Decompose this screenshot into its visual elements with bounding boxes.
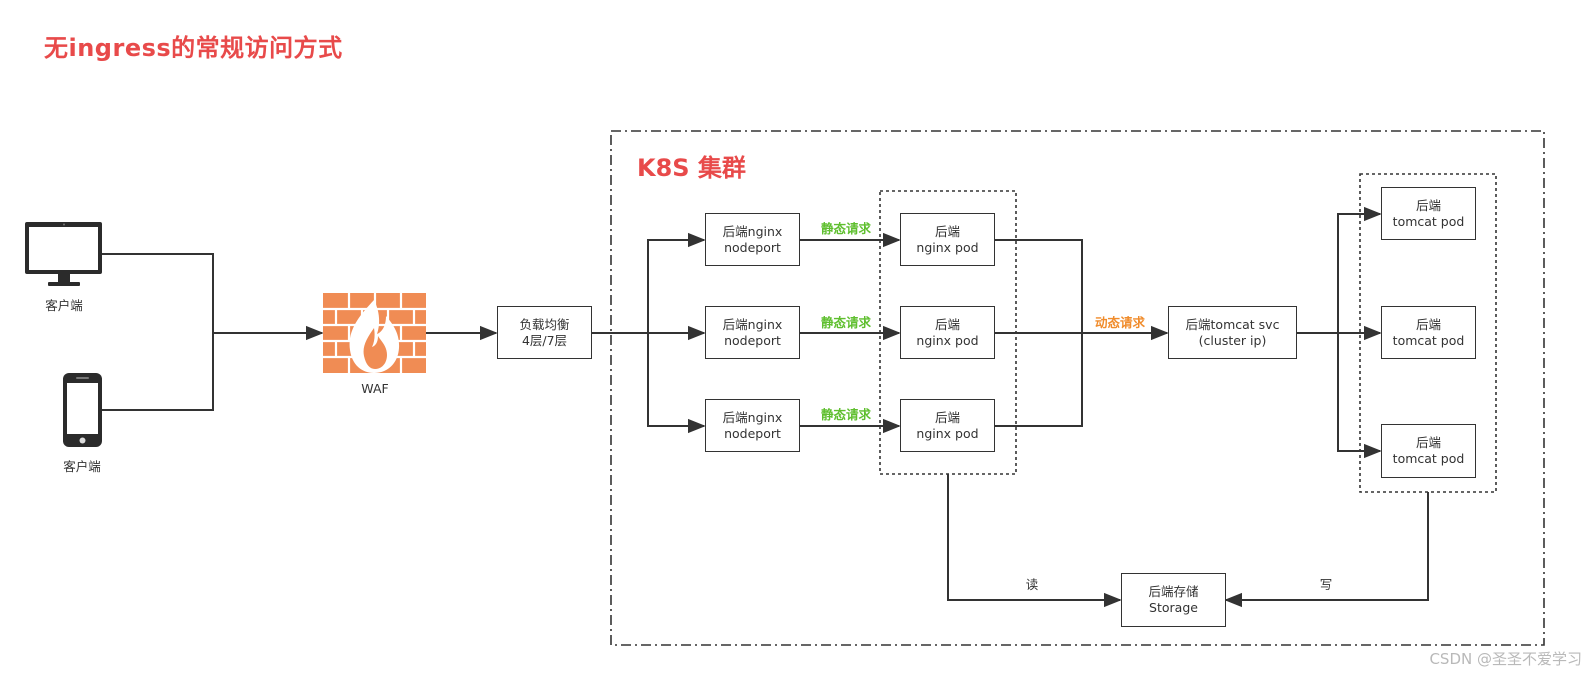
nginx-pod-node[interactable]: 后端 nginx pod [900, 213, 995, 266]
static-request-label: 静态请求 [820, 407, 872, 422]
edge-svc-tomcat-3 [1337, 333, 1382, 459]
edge-client1-waf [102, 253, 214, 333]
load-balancer-line1: 负载均衡 [519, 316, 570, 332]
edge-lb-nodeport-1 [647, 232, 706, 333]
edge-lb-nodeport-3 [647, 333, 706, 434]
tomcat-svc-node[interactable]: 后端tomcat svc (cluster ip) [1168, 306, 1297, 359]
k8s-cluster-boundary [610, 130, 1545, 646]
edge-client2-waf [102, 333, 214, 411]
tomcat-pod-line2: tomcat pod [1392, 213, 1465, 229]
firewall-icon [323, 293, 426, 373]
edge-svc-tomcat-1 [1337, 206, 1382, 333]
nginx-pod-line1: 后端 [934, 409, 960, 425]
nginx-pod-line2: nginx pod [916, 425, 979, 441]
tomcat-pod-node[interactable]: 后端 tomcat pod [1381, 424, 1476, 478]
static-request-label: 静态请求 [820, 221, 872, 236]
nginx-pod-line1: 后端 [934, 223, 960, 239]
storage-line1: 后端存储 [1148, 584, 1199, 599]
nodeport-line1: 后端nginx [722, 409, 783, 425]
waf-label: WAF [361, 381, 389, 396]
nginx-pod-line2: nginx pod [916, 332, 979, 348]
tomcat-pod-node[interactable]: 后端 tomcat pod [1381, 187, 1476, 240]
edge-read [947, 474, 1122, 608]
tomcat-pod-line2: tomcat pod [1392, 332, 1465, 348]
tomcat-svc-line1: 后端tomcat svc [1185, 316, 1280, 332]
client-desktop-label: 客户端 [45, 298, 83, 313]
nginx-nodeport-node[interactable]: 后端nginx nodeport [705, 306, 800, 359]
nginx-pod-node[interactable]: 后端 nginx pod [900, 306, 995, 359]
page-title: 无ingress的常规访问方式 [44, 34, 343, 62]
tomcat-pod-line2: tomcat pod [1392, 451, 1465, 466]
load-balancer-line2: 4层/7层 [521, 332, 568, 348]
nginx-pod-line2: nginx pod [916, 239, 979, 255]
storage-line2: Storage [1149, 600, 1198, 615]
nginx-pod-node[interactable]: 后端 nginx pod [900, 399, 995, 452]
storage-node[interactable]: 后端存储 Storage [1121, 573, 1226, 627]
watermark: CSDN @圣圣不爱学习 [1429, 650, 1582, 668]
nginx-pod-line1: 后端 [934, 316, 960, 332]
nodeport-line2: nodeport [724, 239, 781, 255]
nginx-nodeport-node[interactable]: 后端nginx nodeport [705, 399, 800, 452]
nodeport-line1: 后端nginx [722, 223, 783, 239]
edge-pod-merge-1 [995, 239, 1083, 333]
tomcat-pod-line1: 后端 [1415, 197, 1441, 213]
edge-pod-merge-3 [995, 333, 1083, 427]
k8s-cluster-label: K8S 集群 [637, 154, 746, 182]
load-balancer-node[interactable]: 负载均衡 4层/7层 [497, 306, 592, 359]
mobile-phone-icon [63, 373, 102, 447]
tomcat-pod-line1: 后端 [1415, 316, 1441, 332]
nginx-nodeport-node[interactable]: 后端nginx nodeport [705, 213, 800, 266]
nodeport-line2: nodeport [724, 332, 781, 348]
write-label: 写 [1319, 577, 1333, 592]
nodeport-line2: nodeport [724, 425, 781, 441]
static-request-label: 静态请求 [820, 315, 872, 330]
edge-write [1224, 492, 1429, 608]
tomcat-svc-line2: (cluster ip) [1198, 332, 1267, 348]
desktop-monitor-icon [25, 222, 102, 286]
tomcat-pod-line1: 后端 [1415, 435, 1441, 450]
nodeport-line1: 后端nginx [722, 316, 783, 332]
read-label: 读 [1025, 577, 1039, 592]
client-mobile-label: 客户端 [63, 459, 101, 474]
tomcat-pod-node[interactable]: 后端 tomcat pod [1381, 306, 1476, 359]
dynamic-request-label: 动态请求 [1094, 315, 1146, 330]
